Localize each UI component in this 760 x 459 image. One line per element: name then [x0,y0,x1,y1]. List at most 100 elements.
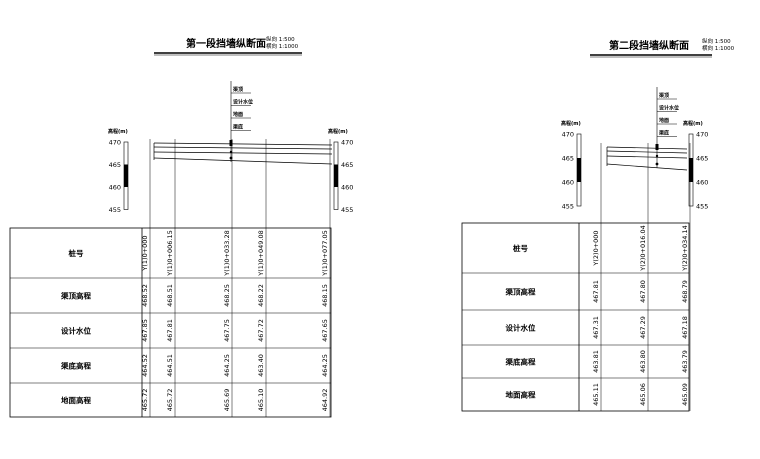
section-2-table-cell: 468.79 [681,280,689,303]
section-1-station-label: Y(1)0+033.28 [223,230,231,277]
section-2-scale-horizontal: 横向 1:1000 [702,44,735,52]
section-1-table-cell: 468.25 [223,284,231,307]
section-2-left-elevation-tick: 460 [562,179,574,187]
section-2-row-header: 渠顶高程 [505,287,536,297]
section-2-table-cell: 465.06 [639,383,647,406]
section-1-profile-label: 渠底 [232,124,243,131]
section-2-left-elevation-tick: 470 [562,131,574,139]
section-1-station-label: Y(1)0+049.08 [257,230,265,277]
section-1-profile-label: 渠顶 [232,86,243,93]
section-2-right-elevation-tick: 465 [696,155,708,163]
section-2-right-elevation-tick: 455 [696,203,708,211]
section-2-row-header: 渠底高程 [505,357,536,367]
section-2-title: 第二段挡墙纵断面 [609,39,689,52]
section-2-profile-label: 渠底 [658,130,669,137]
section-2-left-elevation-scale-fill [577,158,581,182]
section-1-table-cell: 468.51 [166,284,174,307]
section-2-row-header: 设计水位 [506,323,536,333]
section-2-table-cell: 463.81 [592,350,600,373]
section-1-left-elevation-tick: 455 [109,206,121,214]
section-1-row-header: 设计水位 [61,326,91,336]
section-1-profile-label: 设计水位 [233,99,253,106]
section-1-table-cell: 464.52 [141,354,149,377]
section-1-table-cell: 468.52 [141,284,149,307]
section-1-right-axis-label: 高程(m) [328,128,348,135]
section-2-right-elevation-scale-fill [689,158,693,182]
section-2-row-header: 地面高程 [506,390,536,400]
section-1-right-elevation-tick: 470 [341,139,353,147]
section-2-profile-line [606,163,688,171]
section-2-profile-label: 渠顶 [658,92,669,99]
section-2-row-header: 桩号 [513,243,528,253]
section-1-table-cell: 467.65 [321,319,329,342]
section-2-profile-label: 设计水位 [659,105,679,112]
section-1-left-axis-label: 高程(m) [108,128,128,135]
section-1-table-cell: 467.75 [223,319,231,342]
section-1-table-cell: 465.72 [166,389,174,412]
section-2-table-cell: 463.79 [681,350,689,373]
section-1-scale-horizontal: 横向 1:1000 [266,42,299,50]
section-2-left-elevation-tick: 455 [562,203,574,211]
section-1-left-elevation-tick: 465 [109,161,121,169]
section-2-station-label: Y(2)0+034.14 [681,225,689,272]
section-1-left-elevation-tick: 460 [109,184,121,192]
section-1-right-elevation-tick: 465 [341,161,353,169]
section-1-row-header: 渠顶高程 [60,291,91,301]
section-1-profile-line [153,151,333,155]
section-2-profile-line [606,150,688,154]
section-1-table-cell: 467.81 [166,319,174,342]
section-1-profile-line [153,146,333,150]
section-1-profile-line [153,142,333,146]
section-2-table-cell: 467.29 [639,316,647,339]
section-1-title: 第一段挡墙纵断面 [186,37,266,50]
section-2-table-cell: 463.80 [639,350,647,373]
section-2-table-cell: 467.18 [681,316,689,339]
section-2-profile-dot [655,154,659,158]
section-2-table-cell: 465.11 [592,383,600,406]
section-1-table-cell: 465.72 [141,389,149,412]
section-2-station-label: Y(2)0+000 [592,230,600,266]
section-1-right-elevation-scale-fill [334,164,338,187]
section-1-left-elevation-tick: 470 [109,139,121,147]
section-2-profile-label: 地面 [659,117,669,124]
section-2-right-axis-label: 高程(m) [683,120,703,127]
section-2-table-cell: 465.09 [681,383,689,406]
section-1-table-cell: 467.85 [141,319,149,342]
section-1-station-label: Y(1)0+077.05 [321,230,329,277]
section-2-scale-vertical: 纵向 1:500 [702,37,731,45]
section-2-profile-marker [655,144,659,150]
section-2-right-elevation-tick: 470 [696,131,708,139]
section-1-table-cell: 464.25 [223,354,231,377]
section-1-scale-vertical: 纵向 1:500 [266,35,295,43]
section-1-left-elevation-scale-fill [124,164,128,187]
section-2-station-label: Y(2)0+016.04 [639,225,647,272]
section-1-table-cell: 464.25 [321,354,329,377]
section-1-table-cell: 464.51 [166,354,174,377]
section-2-table-frame [461,222,690,412]
section-2-table-cell: 467.81 [592,280,600,303]
section-1-table-cell: 464.92 [321,389,329,412]
section-1-station-label: Y(1)0+006.15 [166,230,174,277]
section-2-table-cell: 467.31 [592,316,600,339]
section-1-row-header: 桩号 [69,248,84,258]
section-2-profile-line [606,155,688,159]
section-2-profile-line [606,146,688,150]
section-1-table-frame [9,227,332,418]
section-1-profile-marker [229,140,233,146]
section-2-right-elevation-tick: 460 [696,179,708,187]
section-1-profile-dot [229,150,233,154]
section-1-table-cell: 467.72 [257,319,265,342]
section-1-station-label: Y(1)0+000 [141,235,149,271]
section-1-table-cell: 468.22 [257,284,265,307]
section-1-row-header: 渠底高程 [60,361,91,371]
section-1-profile-dot [229,156,233,160]
section-1-table-cell: 463.40 [257,354,265,377]
section-2-left-elevation-tick: 465 [562,155,574,163]
section-2-profile-dot [655,162,659,166]
section-1-table-cell: 465.10 [257,389,265,412]
section-2-table-cell: 467.80 [639,280,647,303]
section-1-table-cell: 468.15 [321,284,329,307]
section-2-left-axis-label: 高程(m) [561,120,581,127]
section-1-profile-label: 地面 [233,111,243,118]
